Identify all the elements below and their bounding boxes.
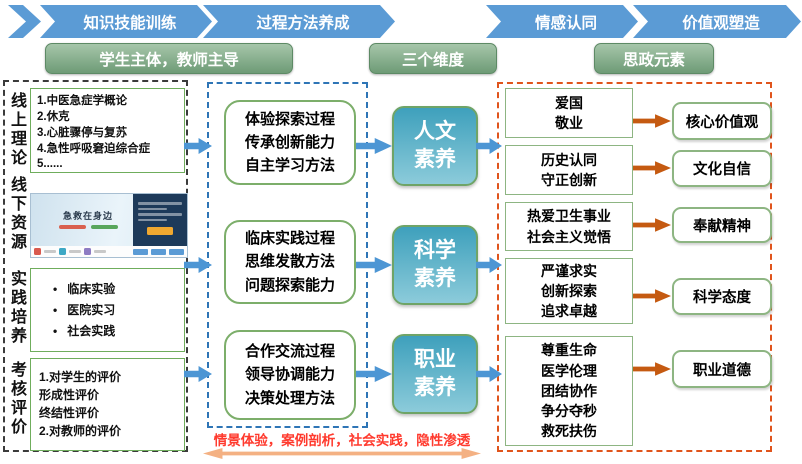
banner-process-methods: 过程方法养成: [203, 5, 395, 38]
row-label-assessment: 考核评价: [8, 361, 25, 437]
pill-ideological-elements: 思政元素: [594, 43, 714, 74]
thumbnail-banner: 急救在身边: [31, 194, 187, 246]
element-box-rigor: 严谨求实创新探索追求卓越: [505, 258, 633, 324]
dimension-box-scientific: 科学素养: [392, 225, 478, 305]
dimension-box-humanistic: 人文素养: [392, 106, 478, 186]
practice-training-list: 临床实验医院实习社会实践: [30, 268, 185, 352]
chevron-right-icon: [8, 5, 41, 38]
outcome-box-scientific-attitude: 科学态度: [672, 278, 772, 315]
element-box-patriotism: 爱国敬业: [505, 88, 633, 138]
row-label-offline-resources: 线下资源: [8, 176, 25, 252]
thumbnail-nav-strip: [31, 246, 187, 257]
element-box-life-respect: 尊重生命医学伦理团结协作争分夺秒救死扶伤: [505, 336, 633, 446]
offline-resource-website-thumbnail: 急救在身边: [30, 193, 188, 258]
process-box-clinical: 临床实践过程思维发散方法问题探索能力: [224, 220, 356, 304]
bottom-caption: 情景体验，案例剖析，社会实践，隐性渗透: [213, 433, 471, 448]
outcome-box-core-values: 核心价值观: [672, 102, 772, 140]
dimension-box-professional: 职业素养: [392, 334, 478, 414]
row-label-online-theory: 线上理论: [8, 92, 25, 168]
thumbnail-enroll-button: [147, 227, 173, 235]
element-box-health-career: 热爱卫生事业社会主义觉悟: [505, 202, 633, 251]
outcome-box-dedication-spirit: 奉献精神: [672, 207, 772, 243]
element-box-history: 历史认同守正创新: [505, 145, 633, 195]
pill-student-subject-teacher-lead: 学生主体，教师主导: [45, 43, 293, 74]
thumbnail-info-panel: [133, 194, 187, 246]
banner-knowledge-skills: 知识技能训练: [40, 5, 212, 38]
middle-group-border: [207, 82, 368, 428]
double-headed-arrow-icon: [203, 448, 481, 459]
thumbnail-tag-chips: [59, 225, 118, 229]
thumbnail-course-title: 急救在身边: [63, 211, 114, 221]
outcome-box-professional-ethics: 职业道德: [672, 350, 772, 388]
outcome-box-cultural-confidence: 文化自信: [672, 150, 772, 187]
banner-emotional-identity: 情感认同: [486, 5, 638, 38]
row-label-practice-training: 实践培养: [8, 270, 25, 346]
pill-three-dimensions: 三个维度: [369, 43, 497, 74]
banner-values-shaping: 价值观塑造: [633, 5, 801, 38]
process-box-cooperation: 合作交流过程领导协调能力决策处理方法: [224, 330, 356, 420]
process-box-experience: 体验探索过程传承创新能力自主学习方法: [224, 100, 356, 185]
